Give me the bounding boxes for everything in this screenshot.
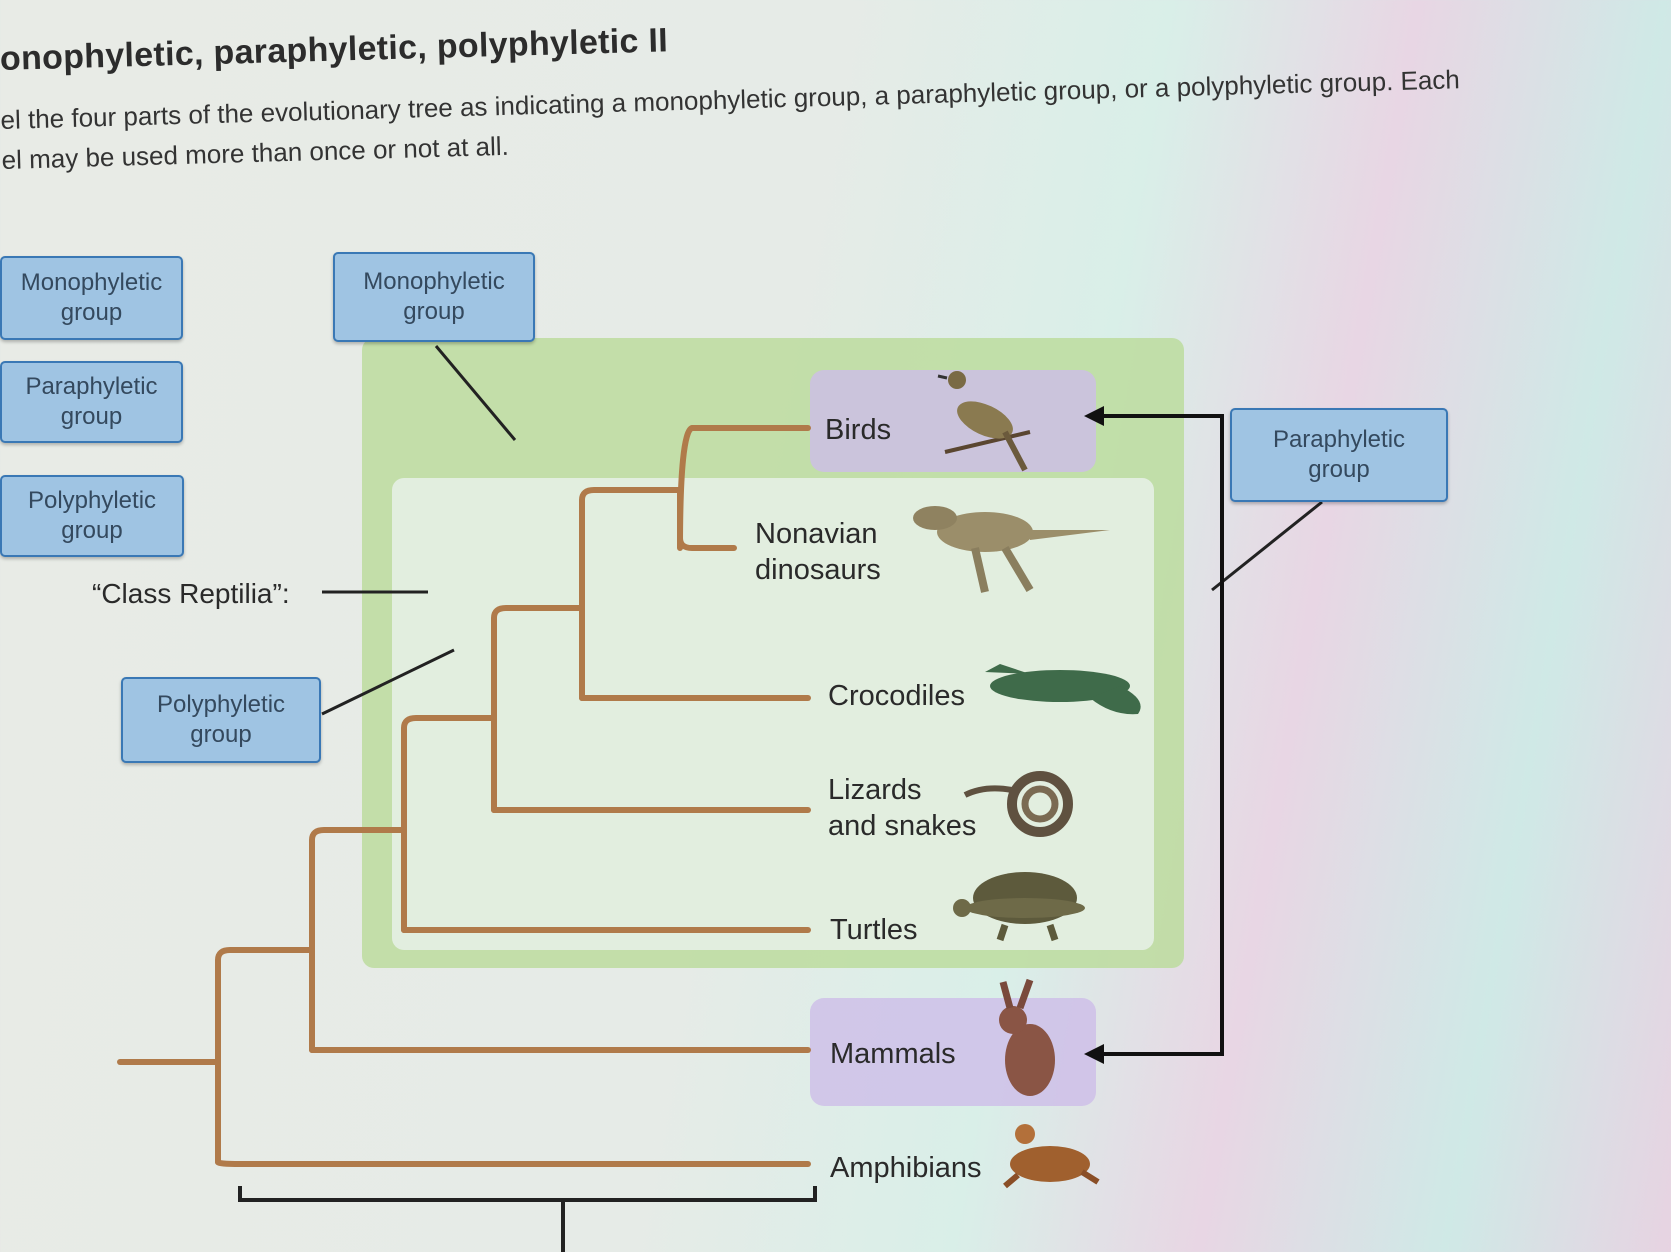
leader-left — [321, 648, 455, 716]
placed-label-top[interactable]: Monophyletic group — [333, 252, 535, 342]
taxon-crocodiles: Crocodiles — [828, 680, 965, 712]
placed-label-line1: Paraphyletic — [1272, 426, 1406, 453]
placed-label-line2: group — [1308, 456, 1370, 483]
bird-icon — [937, 371, 1031, 472]
arrow-to-mammals — [1084, 1044, 1104, 1064]
leader-top — [434, 345, 517, 441]
bank-label-monophyletic[interactable]: Monophyletic group — [0, 256, 183, 340]
placed-label-line2: group — [190, 721, 252, 748]
taxon-amphibians: Amphibians — [830, 1152, 982, 1184]
class-reptilia-label: “Class Reptilia”: — [92, 578, 290, 609]
bottom-bracket — [238, 1186, 817, 1252]
paraphyletic-arrow-bracket — [1100, 414, 1224, 1056]
taxon-nonavian-line2: dinosaurs — [755, 554, 881, 586]
taxon-lizards-and-snakes: Lizards and snakes — [828, 772, 976, 844]
bank-label-line1: Monophyletic — [20, 269, 163, 296]
class-reptilia-region — [392, 478, 1154, 950]
bank-label-line1: Paraphyletic — [25, 373, 158, 400]
taxon-birds: Birds — [825, 414, 892, 446]
taxon-mammals: Mammals — [830, 1038, 956, 1070]
placed-label-line1: Polyphyletic — [156, 691, 286, 718]
rabbit-icon — [999, 978, 1055, 1096]
bank-label-line2: group — [60, 403, 123, 430]
bank-label-paraphyletic[interactable]: Paraphyletic group — [0, 361, 183, 443]
crocodile-icon — [985, 664, 1141, 715]
taxon-lizards-line2: and snakes — [828, 810, 977, 842]
taxon-lizards-line1: Lizards — [828, 774, 922, 806]
taxon-nonavian-line1: Nonavian — [755, 518, 878, 550]
leader-right — [1211, 500, 1323, 592]
arrow-to-birds — [1084, 406, 1104, 426]
dinosaur-icon — [913, 506, 1110, 593]
taxon-nonavian-dinosaurs: Nonavian dinosaurs — [755, 516, 881, 588]
turtle-icon — [953, 872, 1085, 942]
branch-amphibians — [215, 1159, 811, 1167]
bank-label-line1: Polyphyletic — [27, 487, 157, 514]
frog-icon — [1003, 1124, 1100, 1189]
bank-label-line2: group — [61, 517, 123, 544]
placed-label-right[interactable]: Paraphyletic group — [1230, 408, 1448, 502]
placed-label-line1: Monophyletic — [363, 268, 505, 295]
tree-branches — [117, 425, 811, 1167]
bank-label-polyphyletic[interactable]: Polyphyletic group — [0, 475, 184, 557]
snake-icon — [963, 771, 1073, 837]
leader-lines — [321, 345, 1323, 716]
placed-label-line2: group — [403, 298, 465, 325]
taxon-turtles: Turtles — [830, 914, 918, 946]
placed-label-left[interactable]: Polyphyletic group — [121, 677, 321, 763]
bank-label-line2: group — [60, 299, 123, 326]
branch-nonavian — [677, 487, 737, 551]
